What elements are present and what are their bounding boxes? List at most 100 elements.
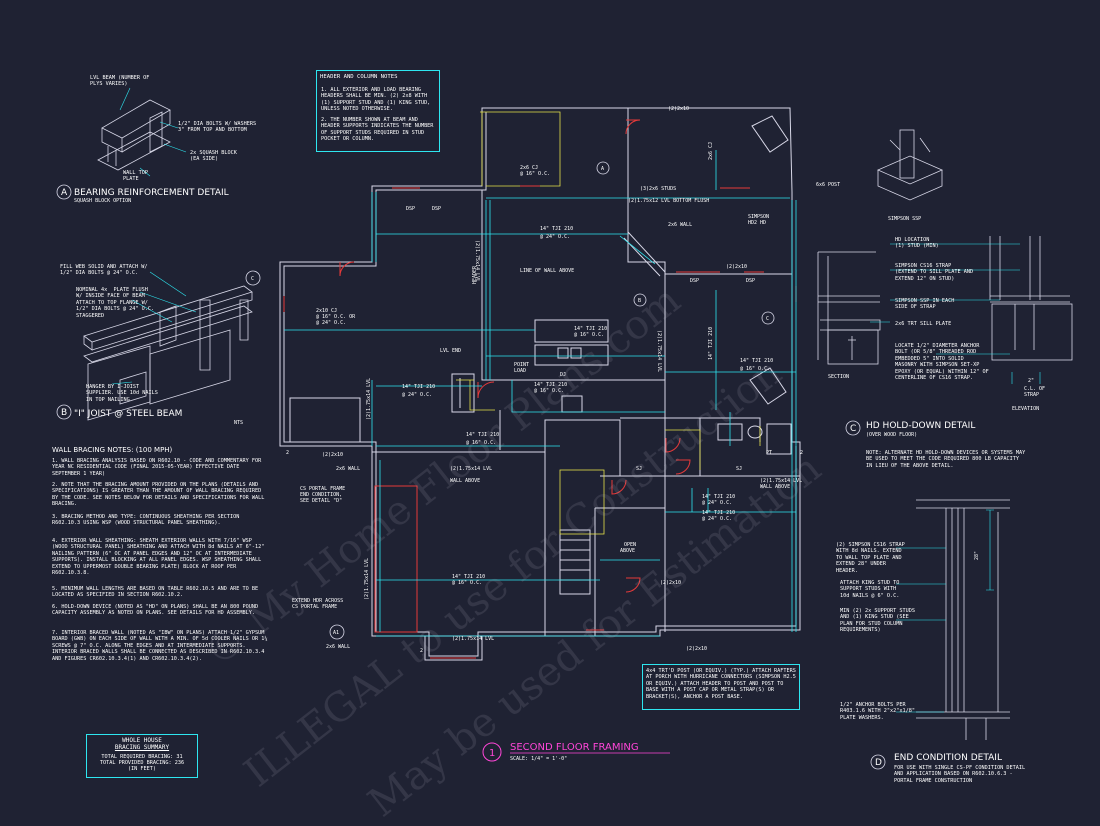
label-open: OPEN xyxy=(624,542,636,548)
label-joist-3: 14" TJI 210 xyxy=(574,326,607,332)
label-oc-1: @ 24" O.C. xyxy=(540,234,570,240)
label-joist-vertical: 14" TJI 210 xyxy=(708,327,714,360)
callout-bubble-b xyxy=(633,293,647,307)
wall-bracing-note-5: 5. MINIMUM WALL LENGTHS ARE BASED ON TAB… xyxy=(52,586,262,599)
label-studs: (3)2x6 STUDS xyxy=(640,186,676,192)
hd-label-3: SIMPSON SSP IN EACH SIDE OF STRAP xyxy=(895,298,955,311)
bracing-summary-provided: TOTAL PROVIDED BRACING: 236 xyxy=(99,760,185,766)
label-wall-above-right: WALL ABOVE xyxy=(760,484,790,490)
hd-label-5: LOCATE 1/2" DIAMETER ANCHOR BOLT (OR 5/8… xyxy=(895,343,989,382)
hd-label-2: SIMPSON CS16 STRAP (EXTEND TO SILL PLATE… xyxy=(895,263,974,282)
label-oc-9: @ 16" O.C. xyxy=(452,580,482,586)
label-lvl-mid: (2)1.75x14 LVL xyxy=(450,466,492,472)
label-portal-2: END CONDITION, xyxy=(300,492,342,498)
label-simpson-hd: HD2 HD xyxy=(748,220,766,226)
label-portal: CS PORTAL FRAME xyxy=(300,486,345,492)
sheet-number: 1 xyxy=(489,748,495,759)
label-header-vertical: HEADER xyxy=(472,265,478,284)
detail-a-subtitle: SQUASH BLOCK OPTION xyxy=(74,198,131,204)
label-sj: SJ xyxy=(636,466,642,472)
detail-c-elevation-label: ELEVATION xyxy=(1012,406,1039,412)
detail-c-strap-label: STRAP xyxy=(1024,392,1039,398)
label-oc-5: @ 16" O.C. xyxy=(740,366,770,372)
joist-label-2: NOMINAL 4x PLATE FLUSH W/ INSIDE FACE OF… xyxy=(76,287,155,319)
label-line-of-wall: LINE OF WALL ABOVE xyxy=(520,268,574,274)
end-label-3: MIN (2) 2x SUPPORT STUDS AND (1) KING ST… xyxy=(840,608,915,634)
end-label-1: (2) SIMPSON CS16 STRAP WITH 8d NAILS. EX… xyxy=(836,542,905,574)
label-oc-2: @ 24" O.C. xyxy=(402,392,432,398)
sheet-title-block: 1 SECOND FLOOR FRAMING SCALE: 1/4" = 1'-… xyxy=(482,742,670,762)
detail-titles: A BEARING REINFORCEMENT DETAIL SQUASH BL… xyxy=(56,184,1045,770)
plan-callouts xyxy=(245,161,775,640)
label-joist-4: 14" TJI 210 xyxy=(534,382,567,388)
label-dsp-2: DSP xyxy=(432,206,441,212)
hd-note: NOTE: ALTERNATE HD HOLD-DOWN DEVICES OR … xyxy=(866,450,1029,469)
label-lvl-flush: (2)1.75x12 LVL BOTTOM FLUSH xyxy=(628,198,709,204)
detail-c-title: HD HOLD-DOWN DETAIL xyxy=(866,421,975,431)
ssp-label: SIMPSON SSP xyxy=(888,216,921,222)
callout-letter-b: B xyxy=(638,298,641,304)
bearing-label-1: LVL BEAM (NUMBER OF PLYS VARIES) xyxy=(90,75,150,88)
hd-elevation-drawing xyxy=(989,236,1073,361)
label-two-2: 2 xyxy=(420,648,423,654)
label-joist-8: 14" TJI 210 xyxy=(702,510,735,516)
label-lvl-vertical-1: (2)1.75x14 LVL xyxy=(474,240,480,282)
bearing-detail-leaders xyxy=(119,87,187,177)
label-cj-1b: @ 16" O.C. xyxy=(520,171,550,177)
label-2x6-wall: 2x6 WALL xyxy=(668,222,692,228)
label-extend-hdr-2: CS PORTAL FRAME xyxy=(292,604,337,610)
callout-letter-c-left: C xyxy=(251,276,254,282)
label-load: LOAD xyxy=(514,368,526,374)
end-subtitle: FOR USE WITH SINGLE CS-PF CONDITION DETA… xyxy=(894,765,1029,784)
label-joist-1: 14" TJI 210 xyxy=(540,226,573,232)
detail-c-letter: C xyxy=(850,424,856,434)
wall-bracing-note-2: 2. NOTE THAT THE BRACING AMOUNT PROVIDED… xyxy=(52,482,268,508)
label-dsp-3: DSP xyxy=(690,278,699,284)
label-oc-6: @ 16" O.C. xyxy=(466,440,496,446)
detail-d-dim: 28" xyxy=(974,551,980,560)
label-point: POINT xyxy=(514,362,529,368)
label-post: 6x6 POST xyxy=(816,182,840,188)
detail-a-title: BEARING REINFORCEMENT DETAIL xyxy=(74,188,229,198)
sheet-title: SECOND FLOOR FRAMING xyxy=(510,742,639,753)
post-note-box: 4x4 TRT'D POST (OR EQUIV.) (TYP.) ATTACH… xyxy=(642,664,800,710)
bracing-summary-title-2: BRACING SUMMARY xyxy=(114,744,170,751)
bracing-summary-box: WHOLE HOUSE BRACING SUMMARY TOTAL REQUIR… xyxy=(86,734,198,778)
label-above: ABOVE xyxy=(620,548,635,554)
label-joist-7: 14" TJI 210 xyxy=(702,494,735,500)
header-note-1: 1. ALL EXTERIOR AND LOAD BEARING HEADERS… xyxy=(321,87,434,113)
label-2x10-left: (2)2x10 xyxy=(322,452,343,458)
detail-c-subtitle: (OVER WOOD FLOOR) xyxy=(866,432,917,438)
wall-bracing-note-7: 7. INTERIOR BRACED WALL (NOTED AS "IBW" … xyxy=(52,630,271,662)
wall-bracing-note-3: 3. BRACING METHOD AND TYPE: CONTINUOUS S… xyxy=(52,514,243,527)
sheet-number-bubble xyxy=(482,742,502,762)
joist-detail-drawing xyxy=(83,285,253,421)
label-oc-8: @ 24" O.C. xyxy=(702,516,732,522)
detail-b-letter: B xyxy=(61,408,67,418)
detail-d-bubble xyxy=(870,754,886,770)
end-label-4: 1/2" ANCHOR BOLTS PER R403.1.6 WITH 2"x2… xyxy=(840,702,915,721)
label-cj-2c: @ 24" O.C. xyxy=(316,320,346,326)
label-lvl-vertical-4: (2)1.75x14 LVL xyxy=(364,558,370,600)
label-dsp-4: DSP xyxy=(746,278,755,284)
callout-bubble-c-left xyxy=(245,270,261,286)
hd-label-4: 2x6 TRT SILL PLATE xyxy=(895,321,952,327)
header-notes-box: HEADER AND COLUMN NOTES 1. ALL EXTERIOR … xyxy=(316,70,440,152)
label-2x10-mid: (2)2x10 xyxy=(726,264,747,270)
callout-bubble-c xyxy=(761,311,775,325)
ssp-drawing xyxy=(877,129,943,201)
label-two-1: 2 xyxy=(286,450,289,456)
label-lvl-bottom: (2)1.75x14 LVL xyxy=(452,636,494,642)
hd-label-1: HD LOCATION (1) STUD (MIN) xyxy=(895,237,939,250)
wall-bracing-note-6: 6. HOLD-DOWN DEVICE (NOTED AS "HD" ON PL… xyxy=(52,604,262,617)
bracing-summary-required: TOTAL REQUIRED BRACING: 31 xyxy=(101,754,183,760)
wall-bracing-title: WALL BRACING NOTES: (100 MPH) xyxy=(52,446,173,454)
label-dsp-1: DSP xyxy=(406,206,415,212)
callout-letter-c: C xyxy=(766,316,769,322)
plan-labels: (2)2x10 2x6 CJ @ 16" O.C. (3)2x6 STUDS (… xyxy=(286,106,840,654)
joist-detail-leaders xyxy=(111,271,197,385)
detail-c-strap-cl: C.L. OF xyxy=(1024,386,1045,392)
detail-c-bubble xyxy=(845,420,861,436)
